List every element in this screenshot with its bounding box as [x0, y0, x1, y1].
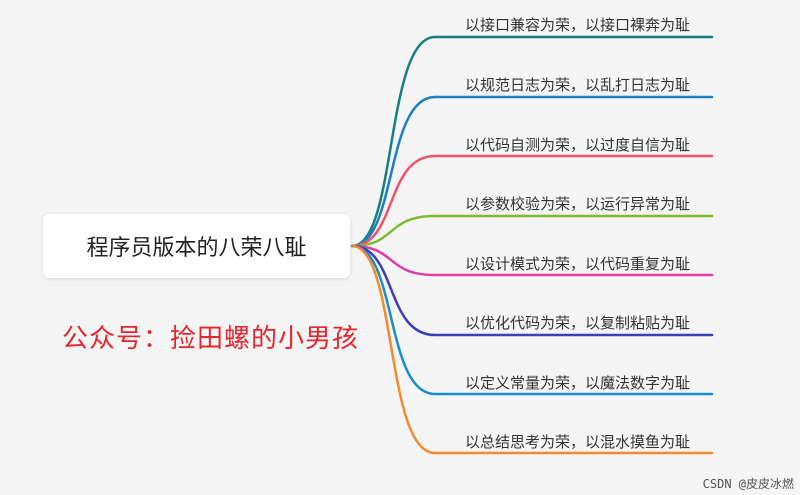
branch-label-4: 以参数校验为荣，以运行异常为耻: [464, 195, 690, 213]
connector-4: [350, 214, 714, 248]
root-node-label: 程序员版本的八荣八耻: [86, 236, 307, 261]
account-name-label: 公众号：捡田螺的小男孩: [62, 324, 360, 354]
connector-3: [350, 154, 714, 248]
connector-1: [350, 35, 714, 248]
branch-label-3: 以代码自测为荣，以过度自信为耻: [464, 136, 690, 154]
branch-label-6: 以优化代码为荣，以复制粘贴为耻: [464, 314, 690, 332]
connector-2: [350, 95, 714, 248]
branch-label-2: 以规范日志为荣，以乱打日志为耻: [464, 76, 690, 94]
branch-label-7: 以定义常量为荣，以魔法数字为耻: [464, 374, 690, 392]
watermark: CSDN @皮皮冰燃: [702, 477, 794, 491]
connector-5: [350, 244, 714, 277]
root-node: 程序员版本的八荣八耻: [43, 214, 350, 278]
branch-label-8: 以总结思考为荣，以混水摸鱼为耻: [464, 433, 690, 451]
connector-7: [350, 244, 714, 396]
branch-label-5: 以设计模式为荣，以代码重复为耻: [464, 255, 690, 273]
connector-6: [350, 244, 714, 337]
branch-label-1: 以接口兼容为荣，以接口裸奔为耻: [464, 16, 690, 34]
connector-8: [350, 244, 714, 455]
